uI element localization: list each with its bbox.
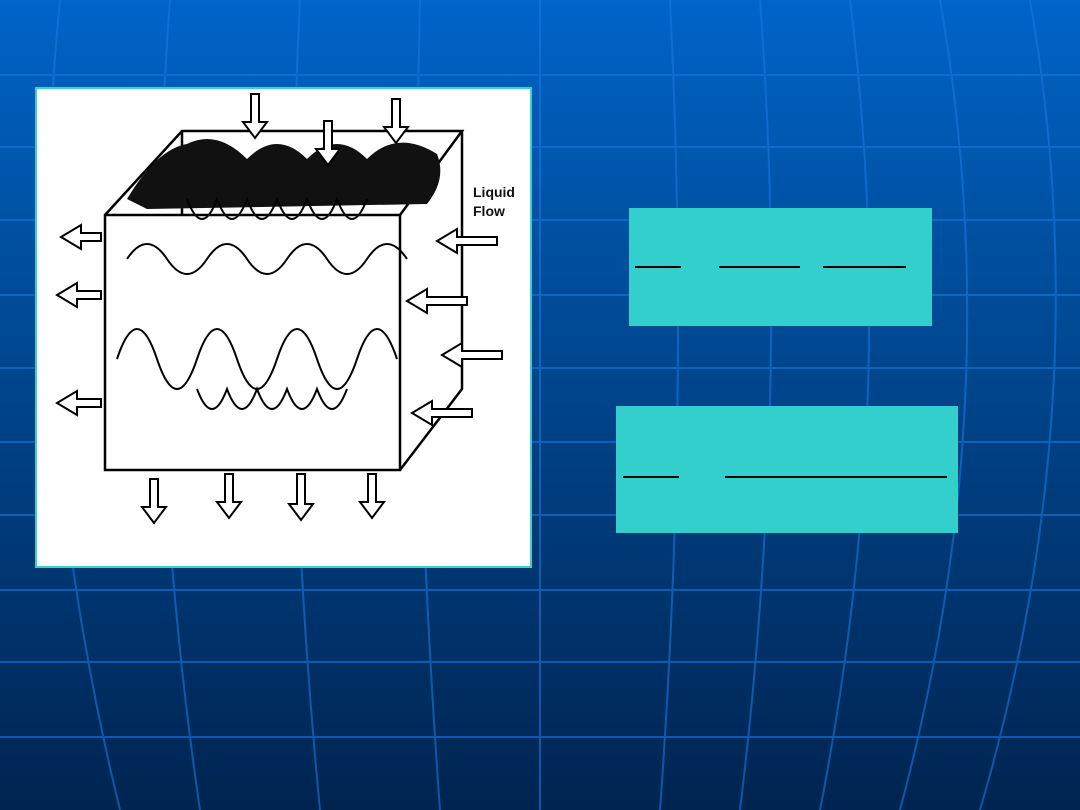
arrow-left-icon	[59, 223, 102, 251]
blank-line	[725, 476, 947, 478]
foam-diagram: Liquid Flow	[35, 87, 532, 568]
liquid-flow-label: Liquid Flow	[473, 183, 533, 221]
arrow-left-icon	[410, 399, 473, 427]
arrow-down-icon	[382, 98, 410, 145]
arrow-left-icon	[55, 281, 102, 309]
fill-in-box-1	[629, 208, 932, 326]
arrow-left-icon	[405, 287, 468, 315]
foam-cube-illustration	[55, 93, 503, 525]
cube-front-face	[103, 213, 402, 472]
blank-line	[623, 476, 679, 478]
arrow-down-icon	[287, 473, 315, 522]
arrow-down-icon	[215, 473, 243, 520]
arrow-down-icon	[140, 478, 168, 525]
label-line-2: Flow	[473, 203, 505, 219]
arrow-down-icon	[314, 120, 342, 167]
arrow-left-icon	[435, 227, 498, 255]
blank-line	[823, 266, 906, 268]
arrow-left-icon	[440, 341, 503, 369]
liquid-film	[127, 139, 441, 209]
plateau-borders	[116, 196, 408, 410]
blank-line	[635, 266, 681, 268]
flow-arrows	[55, 93, 503, 525]
arrow-down-icon	[358, 473, 386, 520]
arrow-left-icon	[55, 389, 102, 417]
blank-line	[719, 266, 800, 268]
arrow-down-icon	[241, 93, 269, 140]
fill-in-box-2	[616, 406, 958, 533]
label-line-1: Liquid	[473, 184, 515, 200]
